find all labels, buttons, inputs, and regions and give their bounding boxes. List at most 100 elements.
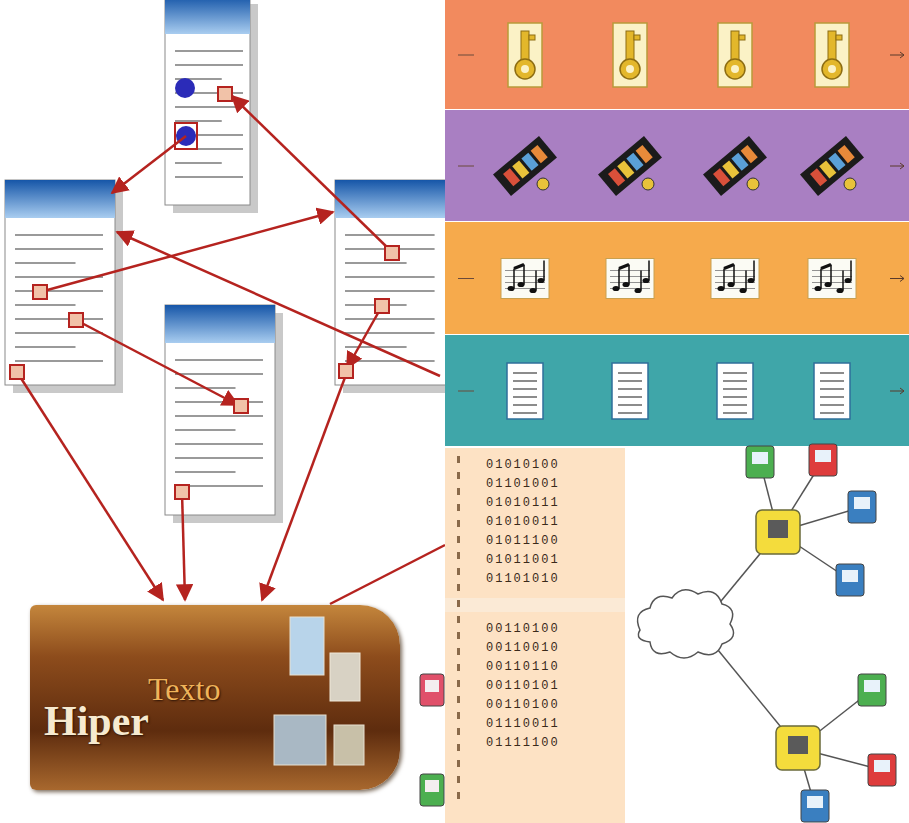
sheet-music (606, 259, 654, 299)
index-mark (457, 552, 460, 559)
doc-sheet (814, 363, 850, 419)
band-arrow (890, 52, 904, 58)
media-icon (612, 363, 648, 419)
binary-code: 01101001 (486, 477, 560, 491)
media-icon (815, 23, 849, 87)
note-stem (628, 265, 630, 285)
key-card (718, 23, 752, 87)
doc-line (820, 388, 844, 390)
band-ground (445, 335, 909, 447)
page-text-line (15, 346, 76, 348)
page-text-line (175, 373, 263, 375)
staff-line (505, 276, 545, 277)
key-card (815, 23, 849, 87)
doc-sheet (717, 363, 753, 419)
media-icon (703, 136, 767, 196)
client-screen (815, 450, 831, 462)
index-mark (457, 680, 460, 687)
band-ground (445, 110, 909, 222)
client-screen (425, 780, 439, 792)
binary-code: 01011100 (486, 534, 560, 548)
media-band (445, 335, 909, 447)
client-device (420, 774, 444, 806)
doc-line (820, 396, 844, 398)
page-text-line (15, 332, 103, 334)
link-anchor (10, 365, 24, 379)
note-stem (842, 271, 844, 291)
hyperlink-arrow (76, 320, 238, 405)
note-stem (535, 271, 537, 291)
film-body (703, 136, 767, 196)
note-stem (648, 261, 650, 281)
note-stem (850, 261, 852, 281)
page-text-line (175, 120, 222, 122)
film-reel (642, 178, 654, 190)
key-card (613, 23, 647, 87)
binary-code: 00110110 (486, 660, 560, 674)
hyperlink-arrow (330, 545, 445, 604)
media-icon (711, 259, 759, 299)
staff-line (610, 270, 650, 271)
client-device (809, 444, 837, 476)
note-stem (513, 269, 515, 289)
media-icon (814, 363, 850, 419)
key-hole (731, 65, 739, 73)
index-mark (457, 776, 460, 783)
page-text-line (175, 415, 263, 417)
band-tick (458, 166, 474, 167)
title-word: Hiper (44, 697, 149, 745)
index-mark (457, 792, 460, 799)
hub-device (776, 726, 820, 770)
binary-code: 00110100 (486, 698, 560, 712)
page-text-line (345, 318, 435, 320)
page-text-line (15, 262, 76, 264)
client-screen (807, 796, 823, 808)
media-icon (501, 259, 549, 299)
doc-sheet (507, 363, 543, 419)
media-icon (613, 23, 647, 87)
staff-line (715, 276, 755, 277)
note-beam (821, 265, 831, 269)
index-mark (457, 472, 460, 479)
band-arrow (890, 388, 904, 394)
index-mark (457, 520, 460, 527)
link-anchor (339, 364, 353, 378)
page-text-line (175, 429, 236, 431)
media-icon (800, 136, 864, 196)
note-stem (733, 265, 735, 285)
page-text-line (345, 290, 435, 292)
key-card (508, 23, 542, 87)
film-reel (537, 178, 549, 190)
band-tick (458, 391, 474, 392)
index-mark (457, 744, 460, 751)
band-divider (445, 446, 909, 448)
note-beam (619, 265, 629, 269)
page-text-line (175, 401, 263, 403)
note-stem (523, 265, 525, 285)
thumb-page (274, 715, 326, 765)
client-device (868, 754, 896, 786)
media-icon (717, 363, 753, 419)
index-mark (457, 648, 460, 655)
key-bow (822, 59, 842, 79)
note-stem (640, 271, 642, 291)
index-mark (457, 760, 460, 767)
index-mark (457, 696, 460, 703)
note-stem (820, 269, 822, 289)
web-page (335, 180, 455, 393)
film-reel (747, 178, 759, 190)
client-screen (874, 760, 890, 772)
thumb-page (290, 617, 324, 675)
film-strip (598, 136, 662, 196)
doc-line (723, 388, 747, 390)
index-mark (457, 456, 460, 463)
band-arrow (890, 163, 904, 169)
key-hole (626, 65, 634, 73)
doc-line (820, 372, 844, 374)
link-anchor (175, 485, 189, 499)
film-frame (838, 145, 855, 163)
note-beam (514, 265, 524, 269)
film-strip (493, 136, 557, 196)
client-device (746, 446, 774, 478)
hyperlink-arrow (232, 96, 392, 252)
